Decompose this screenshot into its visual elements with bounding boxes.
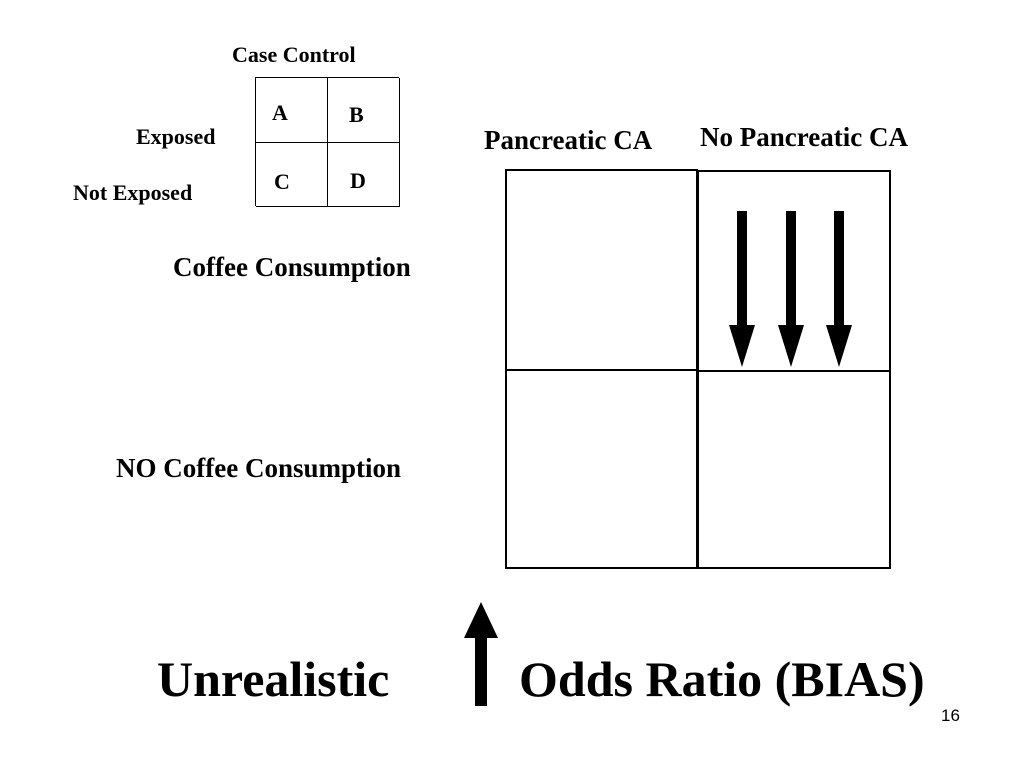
down-arrows-icon <box>729 211 852 367</box>
legend-cell-c-label: C <box>274 169 290 194</box>
legend-row-exposed: Exposed <box>136 124 216 149</box>
column-header-pancreatic-ca: Pancreatic CA <box>484 125 653 155</box>
legend-cell-a-label: A <box>272 100 288 125</box>
legend-cell-a: A <box>256 78 328 143</box>
down-arrow-icon <box>778 211 804 367</box>
up-arrow-icon <box>464 602 498 706</box>
legend-header: Case Control <box>232 42 356 67</box>
row-label-coffee-consumption: Coffee Consumption <box>173 252 411 282</box>
row-label-no-coffee-consumption: NO Coffee Consumption <box>116 453 402 483</box>
legend-cell-d: D <box>328 143 400 207</box>
legend-cell-c: C <box>256 143 328 207</box>
cell-case-not-exposed <box>505 369 698 569</box>
legend-table: A B C D <box>255 77 400 207</box>
column-header-no-pancreatic-ca: No Pancreatic CA <box>700 122 908 152</box>
cell-case-exposed <box>505 169 698 371</box>
page-number: 16 <box>941 706 960 725</box>
cell-control-not-exposed <box>697 370 891 569</box>
legend-row-not-exposed: Not Exposed <box>73 180 193 205</box>
down-arrow-icon <box>826 211 852 367</box>
legend-cell-b-label: B <box>349 102 364 127</box>
legend-cell-b: B <box>328 78 400 143</box>
legend-cell-d-label: D <box>350 168 366 193</box>
down-arrow-icon <box>729 211 755 367</box>
footer-unrealistic: Unrealistic <box>157 651 390 707</box>
footer-odds-ratio-bias: Odds Ratio (BIAS) <box>519 651 925 707</box>
